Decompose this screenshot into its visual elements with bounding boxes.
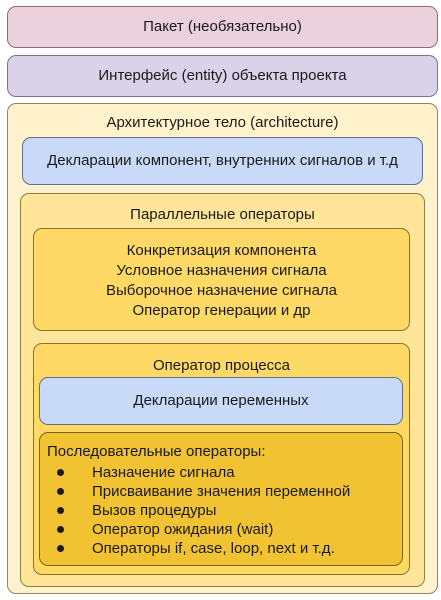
sequential-statement-item: Присваивание значения переменной (54, 482, 350, 501)
architecture-title: Архитектурное тело (architecture) (106, 114, 339, 131)
package-block: Пакет (необязательно) (7, 6, 438, 48)
variables-declarations-label: Декларации переменных (133, 392, 309, 409)
concurrent-statement-item: Условное назначения сигнала (116, 262, 327, 279)
concurrent-statement-item: Выборочное назначение сигнала (105, 282, 338, 299)
architecture-block: Архитектурное тело (architecture) Деклар… (7, 103, 438, 594)
sequential-statements-block: Последовательные операторы: Назначение с… (39, 432, 403, 566)
entity-label: Интерфейс (entity) объекта проекта (98, 67, 347, 84)
variables-declarations-block: Декларации переменных (39, 377, 403, 425)
sequential-statement-item: Оператор ожидания (wait) (54, 520, 350, 539)
sequential-statement-item: Назначение сигнала (54, 463, 350, 482)
process-title: Оператор процесса (153, 357, 290, 374)
declarations-label: Декларации компонент, внутренних сигнало… (47, 152, 398, 169)
declarations-block: Декларации компонент, внутренних сигнало… (22, 137, 423, 185)
concurrent-statement-item: Конкретизация компонента (126, 242, 317, 259)
concurrent-statements-list: Конкретизация компонента Условное назнач… (34, 241, 409, 321)
concurrent-statement-item: Оператор генерации и др (132, 302, 311, 319)
sequential-statement-item: Вызов процедуры (54, 501, 350, 520)
parallel-statements-block: Параллельные операторы Конкретизация ком… (20, 193, 425, 587)
parallel-statements-title: Параллельные операторы (130, 206, 315, 223)
entity-block: Интерфейс (entity) объекта проекта (7, 55, 438, 97)
package-label: Пакет (необязательно) (143, 18, 302, 35)
concurrent-statements-block: Конкретизация компонента Условное назнач… (33, 228, 410, 331)
process-block: Оператор процесса Декларации переменных … (33, 343, 410, 575)
sequential-statements-title: Последовательные операторы: (47, 443, 266, 460)
sequential-statement-item: Операторы if, case, loop, next и т.д. (54, 539, 350, 558)
sequential-statements-list: Назначение сигнала Присваивание значения… (54, 463, 350, 558)
